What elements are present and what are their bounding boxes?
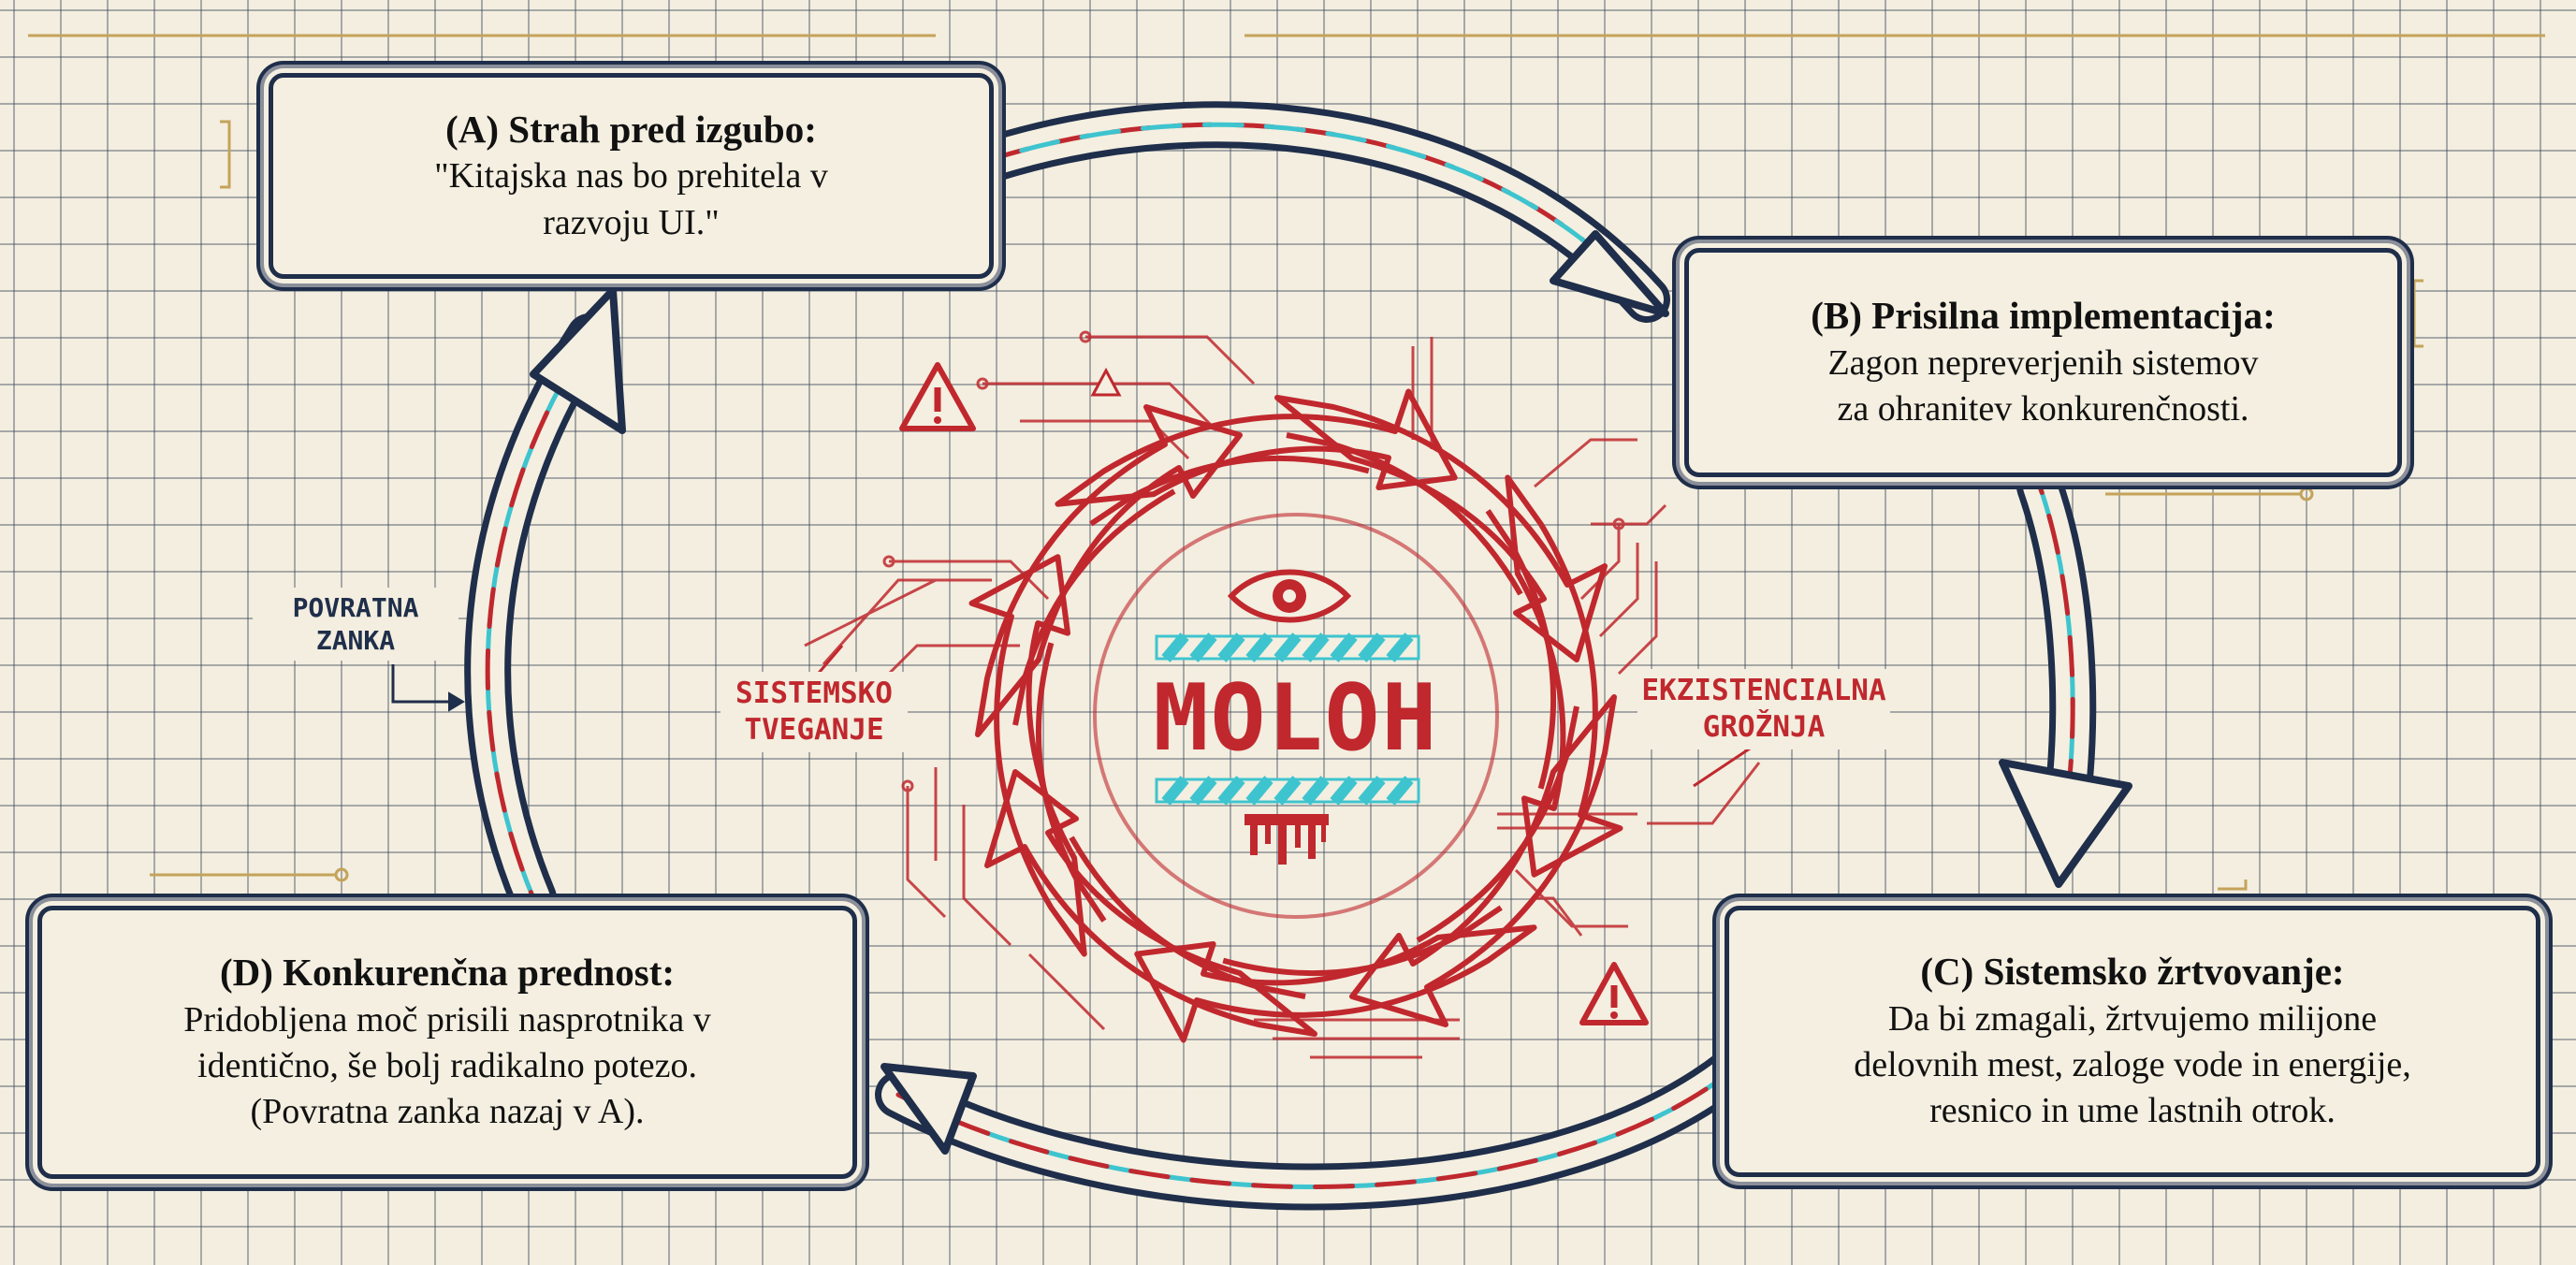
- box-c-line-3: resnico in ume lastnih otrok.: [1929, 1091, 2336, 1131]
- box-d-line-1: Pridobljena moč prisili nasprotnika v: [183, 999, 711, 1040]
- decor-lines: [28, 34, 2545, 891]
- box-b-line-2: za ohranitev konkurenčnosti.: [1837, 389, 2249, 429]
- systemic-risk-label-line-1: SISTEMSKO: [735, 676, 893, 710]
- systemic-risk-label: SISTEMSKO TVEGANJE: [720, 672, 908, 752]
- box-d-line-2: identično, še bolj radikalno potezo.: [197, 1045, 697, 1085]
- box-b-line-1: Zagon nepreverjenih sistemov: [1827, 342, 2259, 383]
- box-d-title: (D) Konkurenčna prednost:: [220, 951, 675, 995]
- box-a-line-1: "Kitajska nas bo prehitela v: [434, 156, 828, 196]
- cycle-arrows: [464, 101, 2132, 1211]
- box-c-systemic-sacrifice: (C) Sistemsko žrtvovanje: Da bi zmagali,…: [1725, 906, 2540, 1177]
- arrow-b-to-c: [1999, 463, 2132, 888]
- arrow-c-to-d: [875, 1048, 1754, 1211]
- arrow-a-to-b: [968, 101, 1670, 323]
- warning-icon: [899, 362, 976, 431]
- eye-icon: [1227, 569, 1352, 623]
- box-d-competitive-advantage: (D) Konkurenčna prednost: Pridobljena mo…: [37, 906, 857, 1179]
- systemic-risk-label-line-2: TVEGANJE: [744, 712, 884, 747]
- hazard-stripe-bottom: [1155, 776, 1420, 806]
- box-b-title: (B) Prisilna implementacija:: [1811, 294, 2276, 338]
- drip-mark: [1244, 814, 1329, 865]
- feedback-loop-label-line-1: POVRATNA: [292, 592, 419, 623]
- box-b-forced-implementation: (B) Prisilna implementacija: Zagon nepre…: [1684, 248, 2402, 477]
- warning-icon-small: [1090, 367, 1122, 397]
- feedback-loop-label-line-2: ZANKA: [315, 625, 396, 656]
- arrow-d-to-a: [464, 286, 626, 922]
- box-a-line-2: razvoju UI.": [543, 202, 720, 242]
- hazard-stripe-top: [1155, 632, 1420, 662]
- box-d-line-3: (Povratna zanka nazaj v A).: [250, 1092, 645, 1132]
- moloh-spiral: [852, 272, 1739, 1159]
- circuit-traces: [804, 330, 1761, 1059]
- box-c-line-2: delovnih mest, zaloge vode in energije,: [1854, 1044, 2411, 1084]
- existential-threat-label: EKZISTENCIALNA GROŽNJA: [1637, 669, 1890, 749]
- warning-icon: [1579, 962, 1649, 1025]
- box-c-title: (C) Sistemsko žrtvovanje:: [1920, 950, 2345, 994]
- moloh-label: MOLOH: [1153, 665, 1439, 772]
- box-c-line-1: Da bi zmagali, žrtvujemo milijone: [1887, 998, 2378, 1039]
- feedback-loop-label: POVRATNA ZANKA: [253, 588, 458, 661]
- existential-threat-label-line-1: EKZISTENCIALNA: [1641, 674, 1886, 707]
- existential-threat-label-line-2: GROŽNJA: [1702, 709, 1826, 744]
- box-a-title: (A) Strah pred izgubo:: [445, 107, 817, 151]
- box-a-fear-of-loss: (A) Strah pred izgubo: "Kitajska nas bo …: [269, 73, 994, 279]
